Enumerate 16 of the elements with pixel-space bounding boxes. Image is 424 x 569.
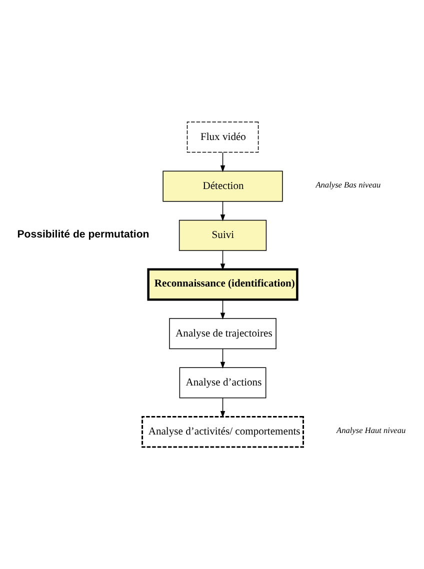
node-box: Suivi	[178, 220, 267, 251]
arrow	[220, 201, 226, 222]
arrow	[220, 348, 226, 369]
node-box: Analyse d’activités/ comportements	[142, 416, 304, 448]
node-box: Flux vidéo	[186, 122, 259, 153]
label: Possibilité de permutation	[17, 228, 150, 240]
node-box: Analyse de trajectoires	[169, 318, 276, 350]
arrow	[220, 299, 226, 320]
arrow	[220, 152, 226, 172]
arrow	[220, 398, 226, 418]
node-box: Reconnaissance (identification)	[147, 268, 298, 301]
node-box: Analyse d’actions	[179, 367, 266, 398]
label: Analyse Bas niveau	[316, 180, 381, 190]
label: Analyse Haut niveau	[336, 426, 406, 436]
node-box: Détection	[162, 170, 283, 202]
arrow	[220, 250, 226, 270]
